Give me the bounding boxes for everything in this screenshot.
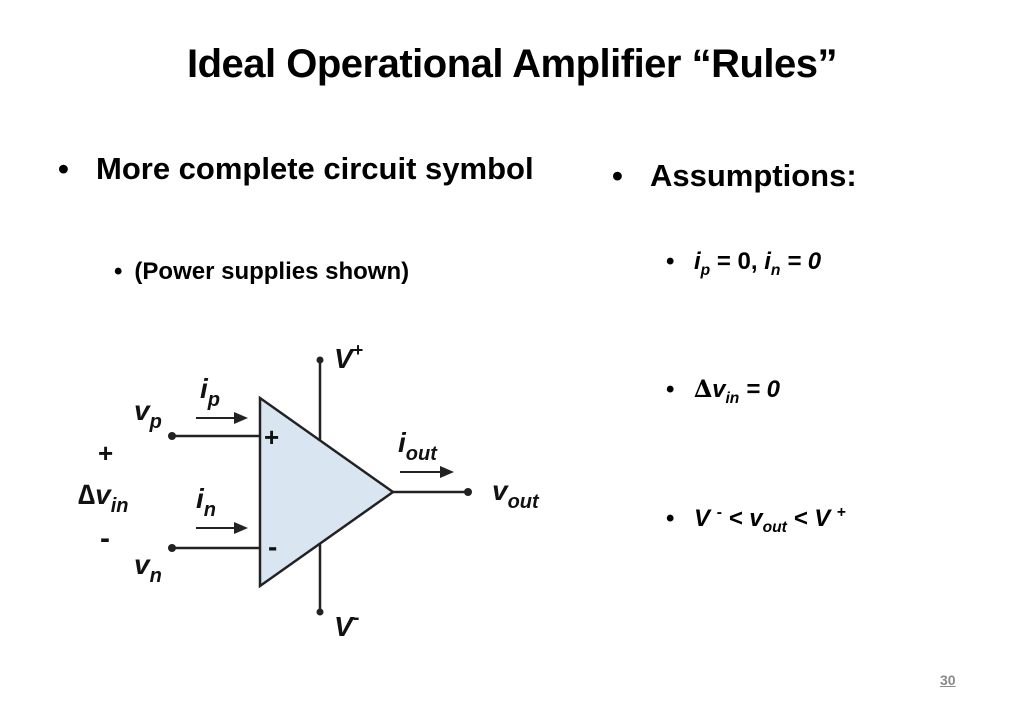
sub-bullet-power-supplies: • (Power supplies shown) — [114, 258, 409, 286]
ip-arrow — [196, 412, 248, 424]
vp-terminal — [168, 432, 176, 440]
equation-text: = 0 — [739, 376, 780, 403]
v-plus-label: V+ — [334, 340, 363, 374]
bullet-dot: • — [666, 248, 675, 275]
bullet-dot: • — [58, 151, 69, 186]
opamp-plus-input: + — [264, 422, 279, 452]
opamp-triangle — [258, 395, 396, 589]
minus-sign-label: - — [100, 522, 110, 555]
assumption-input-currents: •ip = 0, in = 0 — [666, 248, 821, 280]
equation-text: < V — [786, 505, 837, 532]
bullet-text: More complete circuit symbol — [96, 151, 534, 186]
vp-label: vp — [134, 395, 162, 433]
iout-arrow — [400, 466, 454, 478]
v-minus-label: V- — [334, 607, 359, 642]
opamp-minus-input: - — [268, 531, 277, 562]
vn-label: vn — [134, 549, 162, 587]
in-arrow — [196, 522, 248, 534]
bullet-dot: • — [666, 376, 675, 403]
equation-text: < v — [721, 505, 763, 532]
bullet-dot: • — [114, 258, 123, 285]
plus-sign-label: + — [98, 438, 113, 468]
superscript: - — [716, 504, 722, 521]
vout-terminal — [464, 488, 472, 496]
assumption-output-range: • V - < vout < V + — [666, 504, 846, 537]
symbol-V: V — [694, 505, 717, 532]
v-plus-terminal — [316, 356, 324, 364]
assumption-delta-vin: • ∆vin = 0 — [666, 374, 780, 408]
bullet-circuit-symbol: • More complete circuit symbol — [58, 146, 538, 192]
symbol-i: i — [764, 248, 771, 275]
bullet-dot: • — [666, 505, 675, 532]
vn-terminal — [168, 544, 176, 552]
vout-label: vout — [492, 475, 540, 513]
bullet-text: Assumptions: — [650, 158, 857, 193]
subscript: n — [770, 261, 781, 279]
in-label: in — [196, 483, 216, 521]
v-minus-terminal — [316, 608, 324, 616]
superscript: + — [836, 504, 846, 521]
iout-label: iout — [398, 427, 438, 465]
subscript: in — [725, 389, 740, 407]
page-number: 30 — [940, 672, 956, 688]
bullet-assumptions: • Assumptions: — [612, 158, 857, 194]
bullet-dot: • — [612, 158, 623, 193]
subscript: out — [762, 518, 787, 536]
slide-title: Ideal Operational Amplifier “Rules” — [186, 42, 838, 86]
symbol-i: i — [694, 248, 701, 275]
subscript: p — [700, 261, 711, 279]
symbol-v: v — [712, 376, 726, 403]
delta-symbol: ∆ — [694, 374, 713, 403]
ip-label: ip — [200, 373, 220, 411]
equation-text: = 0, — [710, 248, 765, 275]
equation-text: = 0 — [780, 248, 822, 275]
delta-vin-label: ∆vin — [78, 479, 128, 517]
sub-bullet-text: (Power supplies shown) — [134, 258, 410, 285]
